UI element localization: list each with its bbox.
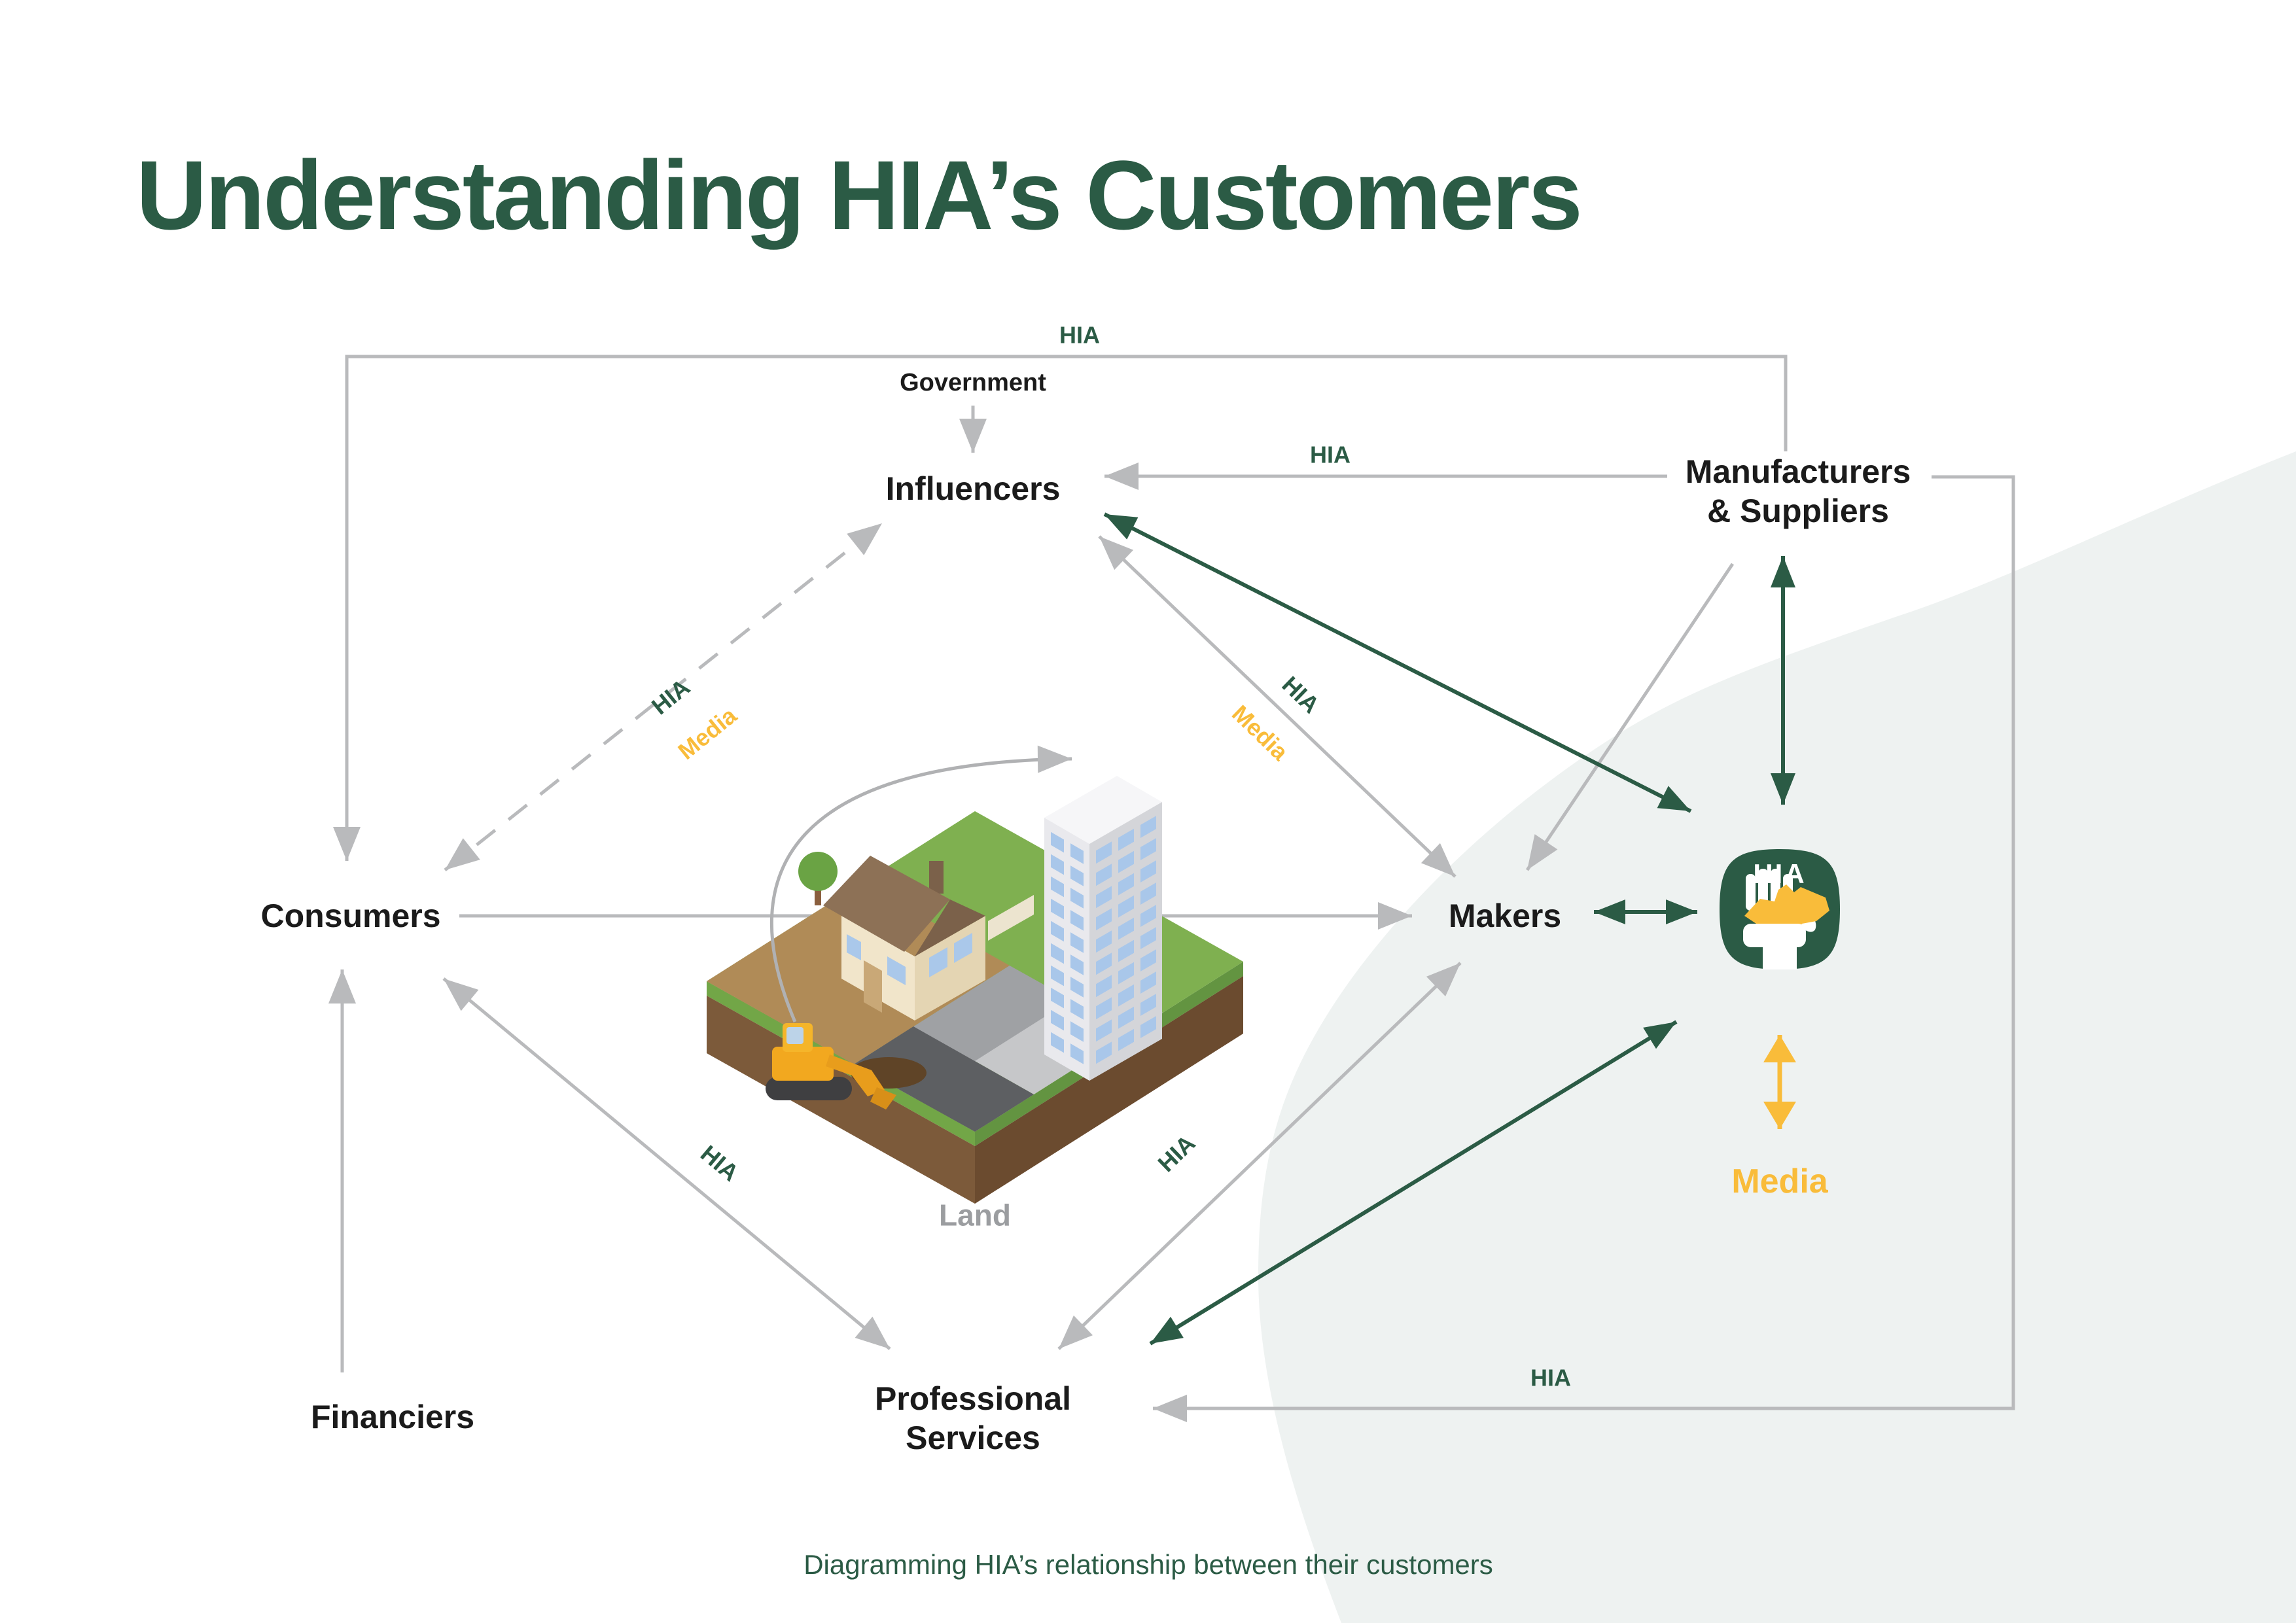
arrow-influencers-hia xyxy=(1103,512,1692,813)
node-makers: Makers xyxy=(1448,898,1562,934)
arrow-border-top-hia xyxy=(333,355,1788,861)
land-illustration xyxy=(707,745,1243,1204)
node-government: Government xyxy=(900,369,1046,397)
background-blob xyxy=(1258,451,2296,1623)
hand-palm xyxy=(1743,924,1806,969)
arrow-border-right-professional xyxy=(1153,475,2015,1422)
media-label: Media xyxy=(1731,1162,1828,1200)
edge-label-hia-top: HIA xyxy=(1059,321,1100,349)
caption: Diagramming HIA’s relationship between t… xyxy=(804,1548,1493,1580)
land-label: Land xyxy=(939,1198,1011,1232)
node-financiers: Financiers xyxy=(310,1399,475,1435)
page-title: Understanding HIA’s Customers xyxy=(136,140,1583,250)
edge-label-hia-manufacturers-influencers: HIA xyxy=(1310,441,1351,468)
node-professional-services: Professional Services xyxy=(874,1380,1072,1456)
hia-logo-text: HIA xyxy=(1753,858,1807,889)
hia-logo xyxy=(1720,849,1840,969)
node-influencers: Influencers xyxy=(885,470,1061,507)
node-consumers: Consumers xyxy=(260,898,441,934)
arrow-consumers-professional xyxy=(442,977,891,1350)
australia-map-icon xyxy=(1744,884,1829,943)
arrow-professional-hia xyxy=(1149,1020,1678,1346)
green-arrows xyxy=(1103,512,1795,1346)
node-manufacturers: Manufacturers & Suppliers xyxy=(1685,453,1911,529)
arrow-consumers-influencers-dashed xyxy=(444,522,883,871)
edge-label-hia-manufacturers-professional: HIA xyxy=(1530,1364,1571,1391)
